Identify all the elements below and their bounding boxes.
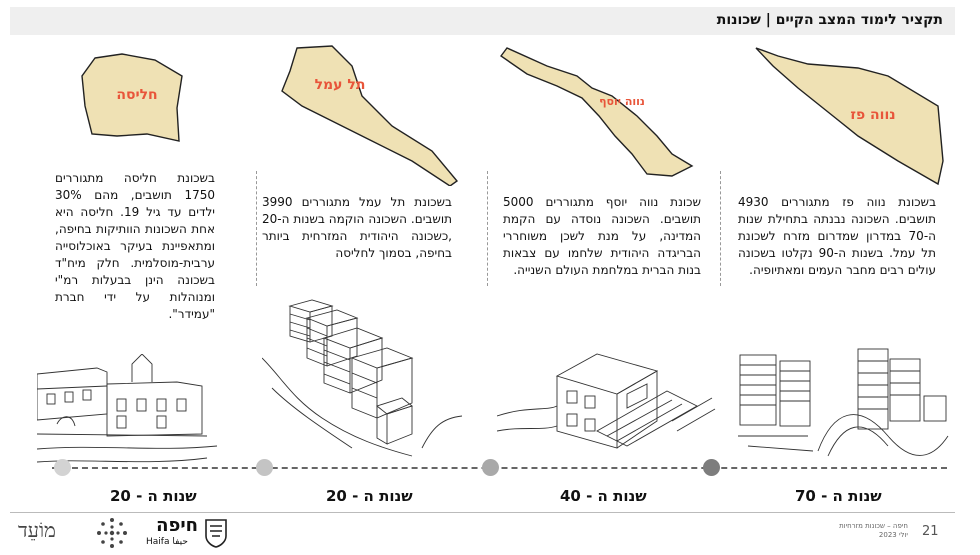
timeline-dot [256, 459, 273, 476]
tel-amal-map-label: תל עמל [314, 77, 366, 93]
haifa-logo: חיפה Haifa حيفا [140, 516, 230, 552]
neve-yosef-map-shape [500, 47, 694, 177]
neighborhood-column-tel-amal: תל עמל בשכונת תל עמל מתגוררים 3990 תושבי… [256, 36, 482, 506]
halisa-map-shape [81, 53, 183, 142]
neve-paz-sketch [738, 348, 949, 457]
header-bar: תקציר לימוד המצב הקיים | שכונות [10, 7, 955, 35]
column-divider [256, 171, 257, 286]
footer-caption-line1: חיפה – שכונות מזרחיות [839, 522, 908, 530]
neve-paz-map-label: נווה פז [850, 107, 896, 123]
neve-yosef-map-label: נווה יוסף [599, 95, 645, 108]
era-label-neve-paz: שנות ה - 70 [795, 487, 882, 505]
neve-yosef-description: שכונת נווה יוסף מתגוררים 5000 תושבים. הש… [503, 195, 701, 277]
era-label-neve-yosef: שנות ה - 40 [560, 487, 647, 505]
tel-amal-sketch [262, 299, 463, 457]
page-number: 21 [922, 524, 939, 539]
haifa-emblem-icon [205, 519, 227, 548]
neighborhood-column-halisa: חליסה בשכונת חליסה מתגוררים 1750 תושבים,… [37, 36, 257, 506]
neve-yosef-sketch [497, 353, 716, 449]
page-title: תקציר לימוד המצב הקיים | שכונות [716, 12, 943, 28]
column-divider [487, 171, 488, 286]
haifa-logo-text-ar: حيفا [172, 537, 188, 547]
tel-amal-description: בשכונת תל עמל מתגוררים 3990 תושבים. השכו… [262, 195, 452, 260]
haifa-logo-text-he: חיפה [156, 515, 198, 536]
neighborhood-column-neve-paz: נווה פז בשכונת נווה פז מתגוררים 4930 תוש… [720, 36, 958, 506]
footer-caption-line2: יולי 2023 [878, 531, 908, 539]
moed-logo-text: מוֹעֵד [18, 518, 56, 542]
column-divider [720, 171, 721, 286]
footer-caption: חיפה – שכונות מזרחיות יולי 2023 [839, 522, 908, 540]
timeline-line [52, 467, 947, 469]
snowflake-logo-icon [97, 518, 127, 548]
neve-paz-description: בשכונת נווה פז מתגוררים 4930 תושבים. השכ… [738, 195, 936, 277]
neighborhood-column-neve-yosef: נווה יוסף שכונת נווה יוסף מתגוררים 5000 … [487, 36, 717, 506]
era-label-halisa: שנות ה - 20 [110, 487, 197, 505]
halisa-sketch [37, 354, 218, 463]
haifa-logo-text-en: Haifa [146, 537, 170, 547]
era-label-tel-amal: שנות ה - 20 [326, 487, 413, 505]
footer-divider [10, 512, 955, 513]
timeline-dot [54, 459, 71, 476]
tel-amal-map-shape [281, 45, 459, 186]
timeline-dot [482, 459, 499, 476]
neve-paz-map-shape [755, 47, 944, 186]
moed-logo: מוֹעֵד [18, 518, 78, 548]
timeline-dot [703, 459, 720, 476]
halisa-map-label: חליסה [116, 87, 158, 103]
halisa-description: בשכונת חליסה מתגוררים 1750 תושבים, מהם 3… [55, 171, 215, 321]
